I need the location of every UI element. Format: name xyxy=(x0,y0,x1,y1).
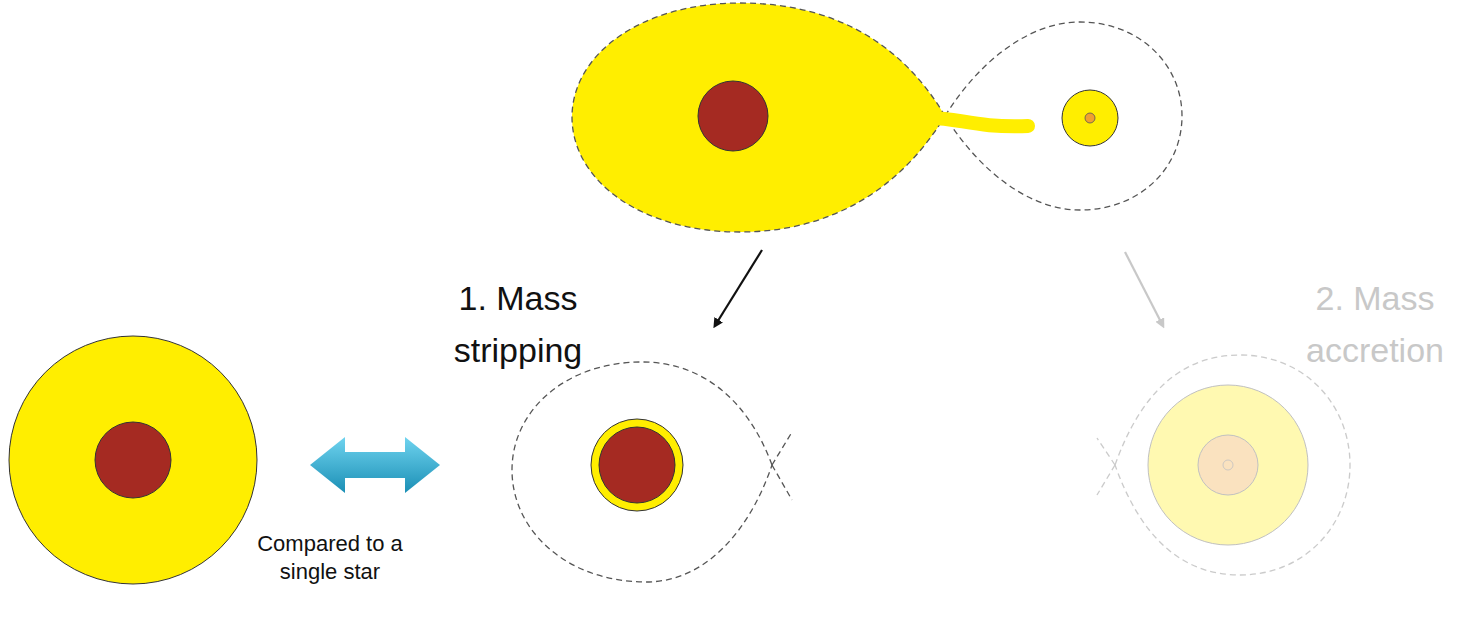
accretor-roche-lobe xyxy=(945,22,1182,210)
lobe-tail xyxy=(772,432,792,500)
accretor-core xyxy=(1085,113,1095,123)
accretor-outcome xyxy=(1097,355,1350,575)
accretor-star xyxy=(1062,90,1118,146)
single-star-core xyxy=(95,422,171,498)
single-star xyxy=(9,336,257,584)
accretion-arrow xyxy=(1125,252,1162,324)
mass-stream xyxy=(928,112,946,122)
comparison-note: Compared to a single star xyxy=(245,530,415,586)
donor-roche-lobe xyxy=(572,3,945,232)
stripping-arrow xyxy=(716,250,762,324)
stage-label: 1. Mass stripping xyxy=(418,272,618,376)
stripped-star-core xyxy=(599,427,675,503)
stage-label: 2. Mass accretion xyxy=(1288,272,1462,376)
stripped-star xyxy=(591,419,683,511)
donor-core xyxy=(698,81,768,151)
comparison-arrow xyxy=(310,437,440,493)
stripped-roche-lobe xyxy=(512,362,772,582)
